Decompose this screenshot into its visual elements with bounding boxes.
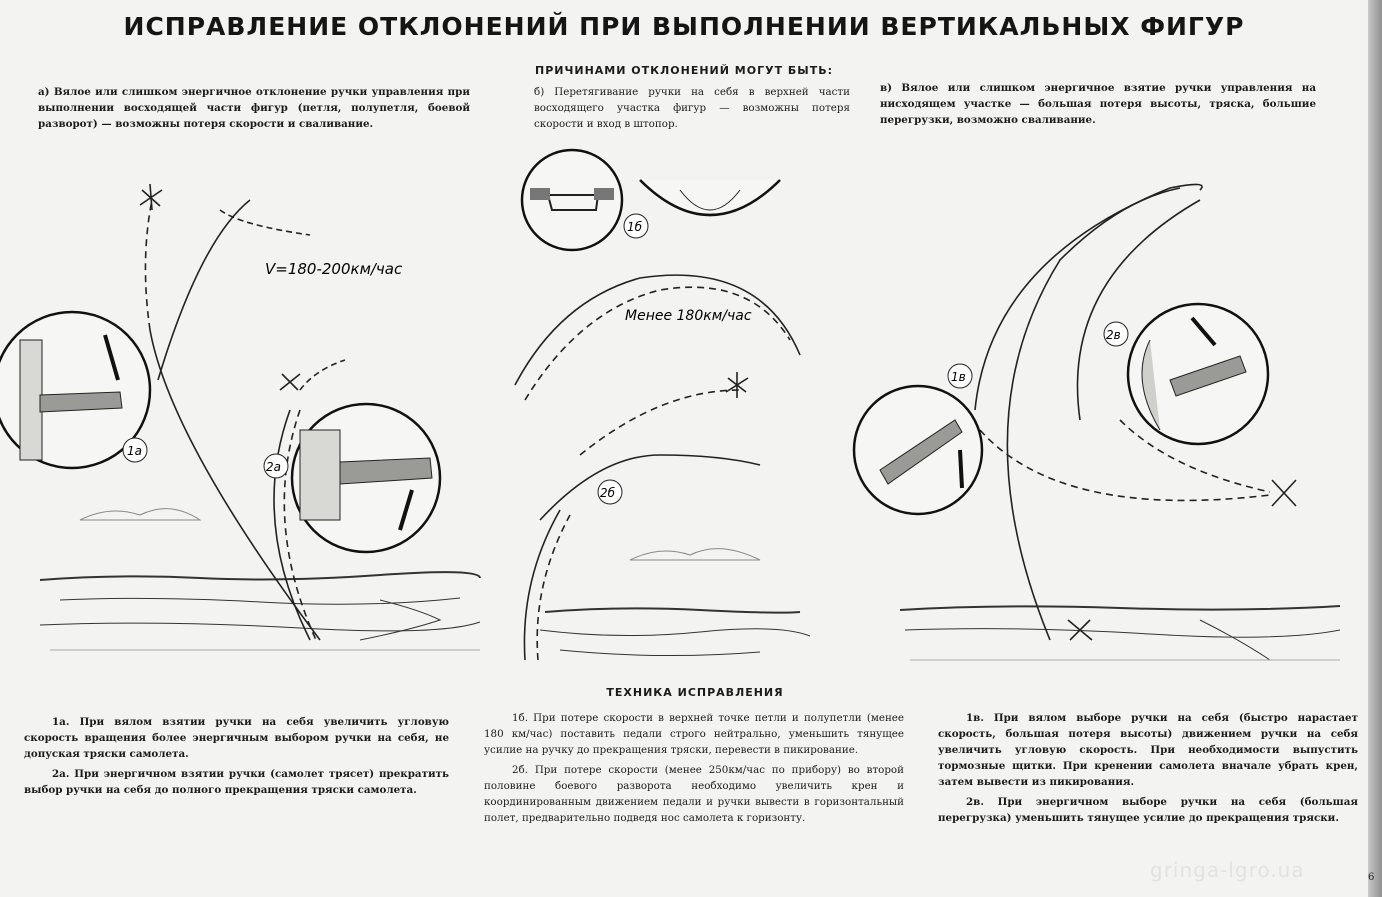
inset-1v: 1в bbox=[852, 363, 984, 516]
page-edge bbox=[1368, 0, 1382, 897]
speed-label-b: Менее 180км/час bbox=[625, 308, 752, 324]
cause-a-text: а) Вялое или слишком энергичное отклонен… bbox=[38, 86, 470, 130]
ground-a bbox=[39, 508, 481, 651]
technique-middle-column: 1б. При потере скорости в верхней точке … bbox=[484, 710, 904, 830]
marker-1v: 1в bbox=[951, 370, 966, 384]
trajectories-b bbox=[514, 274, 801, 661]
technique-1v: 1в. При вялом выборе ручки на себя (быст… bbox=[938, 712, 1358, 788]
inset-2a: 2а bbox=[263, 402, 442, 554]
inset-1b: 1б bbox=[520, 148, 781, 252]
ground-c bbox=[899, 605, 1341, 661]
marker-2a: 2а bbox=[266, 460, 281, 474]
marker-2b-group: 2б bbox=[597, 479, 623, 505]
cause-b-text: б) Перетягивание ручки на себя в верхней… bbox=[534, 86, 850, 130]
trajectories-a bbox=[139, 183, 346, 641]
technique-right-column: 1в. При вялом выборе ручки на себя (быст… bbox=[938, 710, 1358, 830]
marker-2b: 2б bbox=[600, 486, 616, 500]
technique-2b: 2б. При потере скорости (менее 250км/час… bbox=[484, 764, 904, 824]
trajectories-c bbox=[974, 183, 1297, 641]
page-number: 6 bbox=[1368, 872, 1375, 883]
speed-label-a: V=180-200км/час bbox=[265, 260, 403, 278]
inset-2v: 2в bbox=[1103, 302, 1270, 446]
technique-2a: 2а. При энергичном взятии ручки (самолет… bbox=[24, 768, 449, 796]
technique-1b: 1б. При потере скорости в верхней точке … bbox=[484, 712, 904, 756]
inset-1a: 1а bbox=[0, 310, 152, 470]
technique-left-column: 1а. При вялом взятии ручки на себя увели… bbox=[24, 714, 449, 802]
page-title: ИСПРАВЛЕНИЕ ОТКЛОНЕНИЙ ПРИ ВЫПОЛНЕНИИ ВЕ… bbox=[123, 12, 1245, 41]
marker-1a: 1а bbox=[127, 444, 142, 458]
technique-heading: ТЕХНИКА ИСПРАВЛЕНИЯ bbox=[606, 686, 784, 699]
technique-2v: 2в. При энергичном выборе ручки на себя … bbox=[938, 796, 1358, 824]
ground-b bbox=[539, 548, 811, 657]
causes-heading: ПРИЧИНАМИ ОТКЛОНЕНИЙ МОГУТ БЫТЬ: bbox=[535, 64, 833, 77]
marker-2v: 2в bbox=[1106, 328, 1121, 342]
technique-1a: 1а. При вялом взятии ручки на себя увели… bbox=[24, 716, 449, 760]
watermark: gringa-lgro.ua bbox=[1150, 858, 1305, 882]
marker-1b: 1б bbox=[627, 220, 643, 234]
cause-c-text: в) Вялое или слишком энергичное взятие р… bbox=[880, 82, 1316, 126]
maneuver-illustrations: V=180-200км/час 1а 2а bbox=[0, 148, 1341, 661]
